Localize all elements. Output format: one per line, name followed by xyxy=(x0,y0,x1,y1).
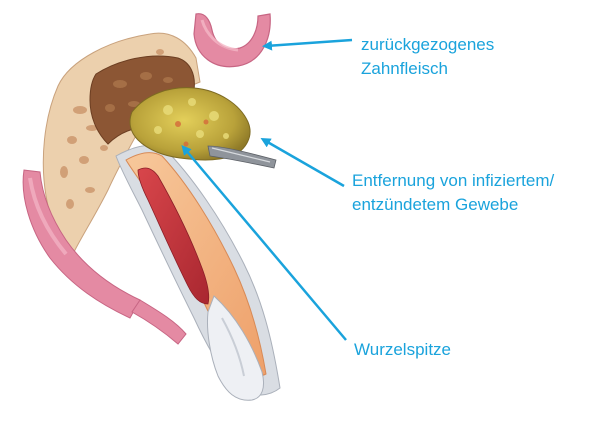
arrow-icon xyxy=(266,40,352,46)
root-apex-label: Wurzelspitze xyxy=(354,338,451,362)
receded-gum-label-line1: zurückgezogenes xyxy=(361,33,494,57)
tooth xyxy=(116,145,280,400)
receded-gum-flap xyxy=(194,14,270,67)
tissue-removal-label: Entfernung von infiziertem/ entzündetem … xyxy=(352,169,554,217)
tissue-removal-label-line2: entzündetem Gewebe xyxy=(352,193,554,217)
root-apex-label-line1: Wurzelspitze xyxy=(354,338,451,362)
receded-gum-label: zurückgezogenes Zahnfleisch xyxy=(361,33,494,81)
arrow-icon xyxy=(264,140,344,186)
receded-gum-label-line2: Zahnfleisch xyxy=(361,57,494,81)
tissue-removal-label-line1: Entfernung von infiziertem/ xyxy=(352,169,554,193)
